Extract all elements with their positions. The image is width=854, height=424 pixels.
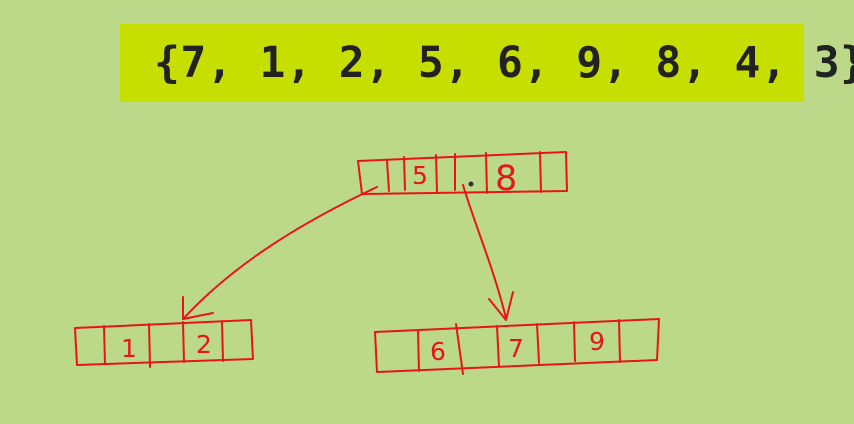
root-key-2: 8 (495, 159, 517, 199)
arrow-to-right-child (462, 184, 514, 321)
sequence-banner: {7, 1, 2, 5, 6, 9, 8, 4, 3} (120, 24, 854, 102)
root-node: 5 8 (357, 151, 568, 199)
left-child-key-1: 1 (121, 334, 137, 363)
right-child-node: 6 7 9 (374, 318, 660, 375)
left-child-node: 1 2 (74, 319, 254, 368)
arrow-to-left-child (182, 186, 378, 320)
right-child-key-2: 7 (508, 334, 524, 363)
right-child-key-3: 9 (589, 327, 605, 356)
root-key-1: 5 (412, 161, 428, 190)
right-child-key-1: 6 (430, 337, 446, 366)
cursor-dot (468, 181, 474, 187)
left-child-key-2: 2 (196, 330, 212, 359)
sequence-text: {7, 1, 2, 5, 6, 9, 8, 4, 3} (154, 37, 854, 88)
